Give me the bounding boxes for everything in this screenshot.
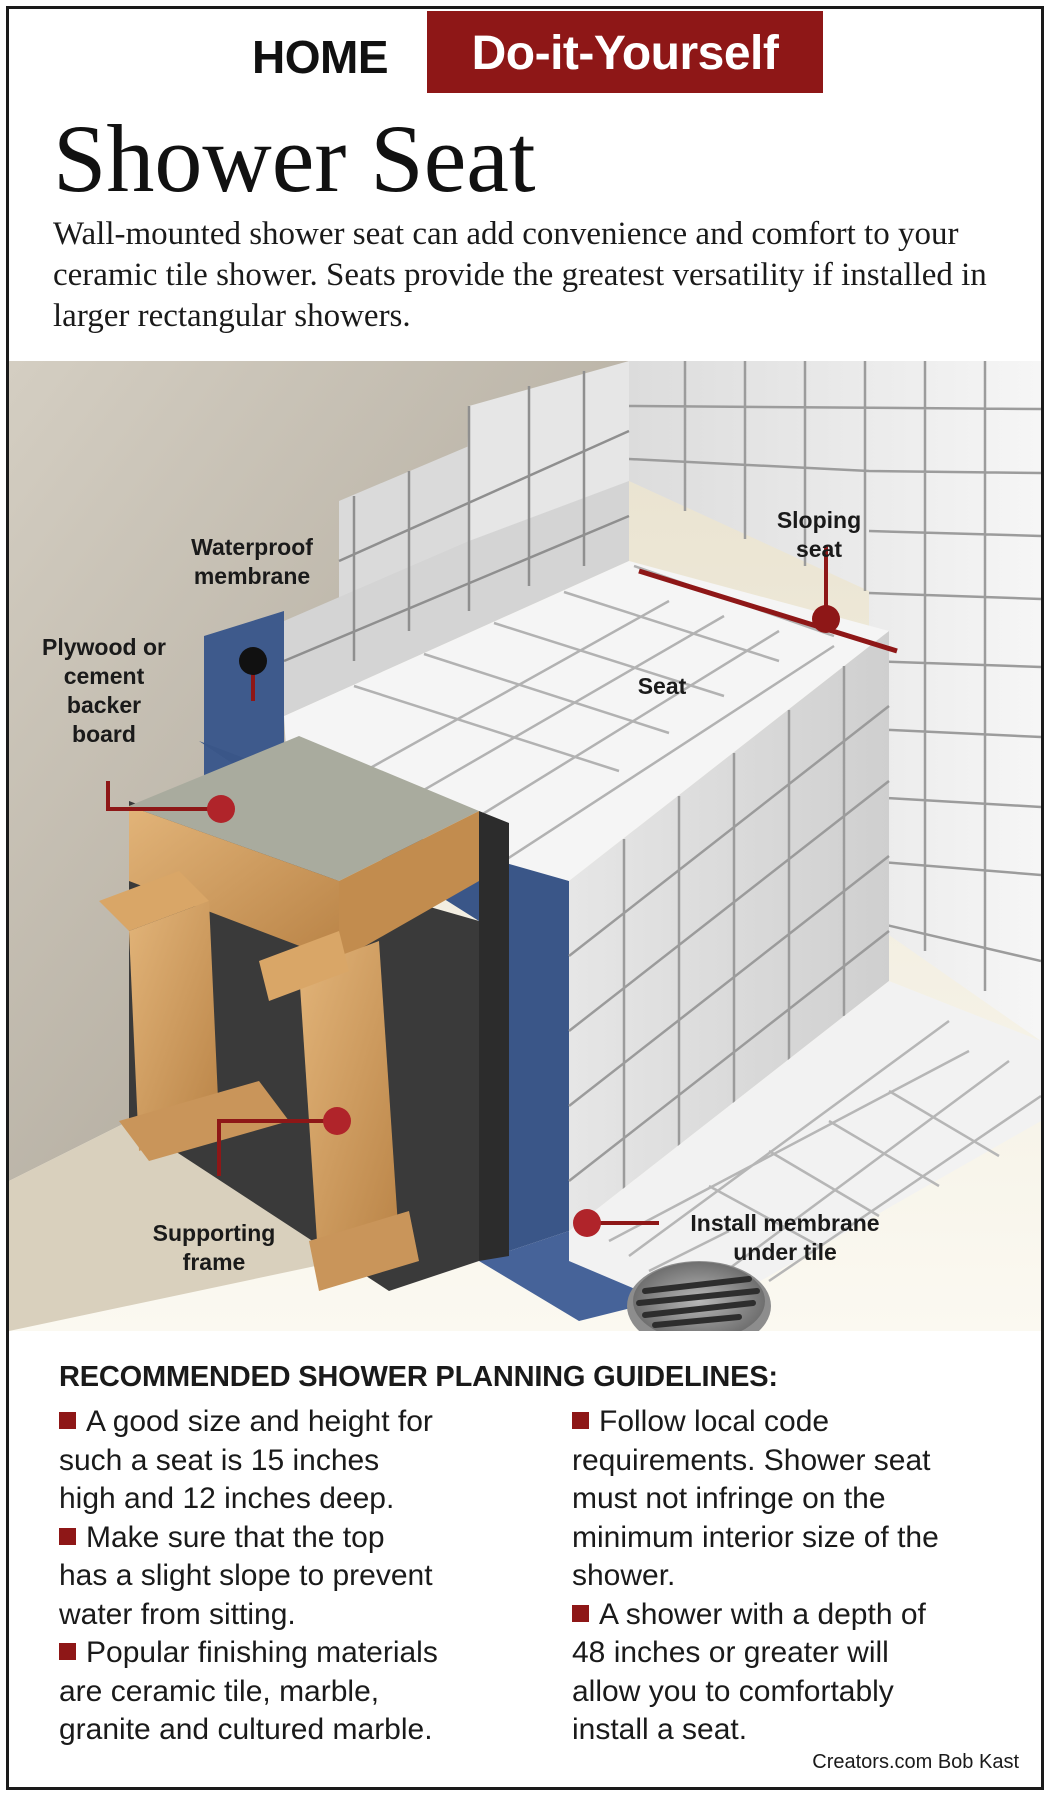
label-sloping-seat-line: seat (795, 536, 843, 562)
guideline-line: shower. (572, 1559, 676, 1592)
guidelines-left-column: A good size and height for such a seat i… (59, 1403, 529, 1750)
guideline-line: install a seat. (572, 1713, 748, 1746)
guideline-line: granite and cultured marble. (59, 1713, 433, 1746)
guideline-line: A good size and height for (59, 1403, 529, 1442)
bullet-square-icon (572, 1604, 589, 1622)
label-install-membrane: Install membrane under tile (665, 1209, 905, 1267)
intro-paragraph: Wall-mounted shower seat can add conveni… (53, 216, 987, 334)
guideline-line: allow you to comfortably (572, 1674, 894, 1708)
supporting-frame (99, 736, 509, 1291)
guideline-line: Follow local code (572, 1403, 1012, 1442)
guideline-item: Popular finishing materials are ceramic … (59, 1634, 529, 1750)
section-tag-banner: Do-it-Yourself (427, 11, 823, 93)
guideline-line: minimum interior size of the (572, 1520, 939, 1554)
guideline-line: water from sitting. (59, 1597, 296, 1631)
label-plywood-line: Plywood or (42, 634, 166, 660)
label-waterproof-membrane-line: Waterproof (191, 534, 313, 560)
guideline-line: Popular finishing materials (59, 1634, 529, 1673)
guideline-item: A shower with a depth of 48 inches or gr… (572, 1596, 1012, 1750)
label-sloping-seat-line: Sloping (776, 507, 862, 533)
label-install-membrane-line: under tile (733, 1239, 837, 1265)
bullet-square-icon (59, 1412, 76, 1429)
guideline-item: A good size and height for such a seat i… (59, 1403, 529, 1519)
label-supporting-frame-line: frame (182, 1249, 246, 1275)
guideline-line: has a slight slope to prevent (59, 1559, 433, 1592)
bullet-square-icon (59, 1643, 76, 1660)
left-wall-tiles (283, 361, 630, 716)
guideline-line: are ceramic tile, marble, (59, 1674, 380, 1708)
guideline-line: high and 12 inches deep. (59, 1482, 395, 1515)
label-sloping-seat: Sloping seat (759, 506, 879, 564)
guideline-text: Popular finishing materials (86, 1636, 438, 1669)
guidelines-right-column: Follow local code requirements. Shower s… (572, 1403, 1012, 1750)
back-wall-tiles (628, 361, 1041, 1041)
guideline-item: Follow local code requirements. Shower s… (572, 1403, 1012, 1596)
floor-tiles (569, 981, 1041, 1316)
label-waterproof-membrane-line: membrane (193, 563, 311, 589)
guideline-line: must not infringe on the (572, 1482, 886, 1515)
seat-front-tiles (568, 631, 890, 1231)
drain (627, 1261, 771, 1331)
guideline-line: Make sure that the top (59, 1519, 529, 1558)
credit-line: Creators.com Bob Kast (812, 1751, 1019, 1773)
guideline-line: requirements. Shower seat (572, 1443, 931, 1477)
infographic-frame: HOME Do-it-Yourself Shower Seat Wall-mou… (6, 6, 1044, 1790)
guideline-text: A shower with a depth of (599, 1597, 926, 1631)
label-plywood-line: backer (66, 692, 142, 718)
guideline-line: A shower with a depth of (572, 1596, 1012, 1635)
label-plywood-line: cement (63, 663, 145, 689)
section-label: HOME (252, 31, 389, 83)
guidelines-heading: RECOMMENDED SHOWER PLANNING GUIDELINES: (59, 1361, 778, 1393)
label-plywood-line: board (72, 721, 136, 747)
label-install-membrane-line: Install membrane (690, 1210, 880, 1236)
bullet-square-icon (59, 1527, 76, 1545)
label-waterproof-membrane: Waterproof membrane (169, 533, 335, 591)
guideline-text: A good size and height for (86, 1405, 433, 1438)
label-seat: Seat (637, 673, 687, 699)
guideline-item: Make sure that the top has a slight slop… (59, 1519, 529, 1635)
label-supporting-frame: Supporting frame (129, 1219, 299, 1277)
guideline-text: Follow local code (599, 1405, 830, 1438)
guideline-text: Make sure that the top (86, 1520, 385, 1554)
guideline-line: such a seat is 15 inches (59, 1443, 380, 1477)
bullet-square-icon (572, 1412, 589, 1429)
callout-markers (106, 546, 898, 1237)
shower-seat-illustration (9, 361, 1041, 1331)
page-title: Shower Seat (53, 105, 536, 212)
label-plywood-backer-board: Plywood or cement backer board (29, 633, 179, 749)
guideline-line: 48 inches or greater will (572, 1636, 889, 1669)
label-supporting-frame-line: Supporting (152, 1220, 276, 1246)
